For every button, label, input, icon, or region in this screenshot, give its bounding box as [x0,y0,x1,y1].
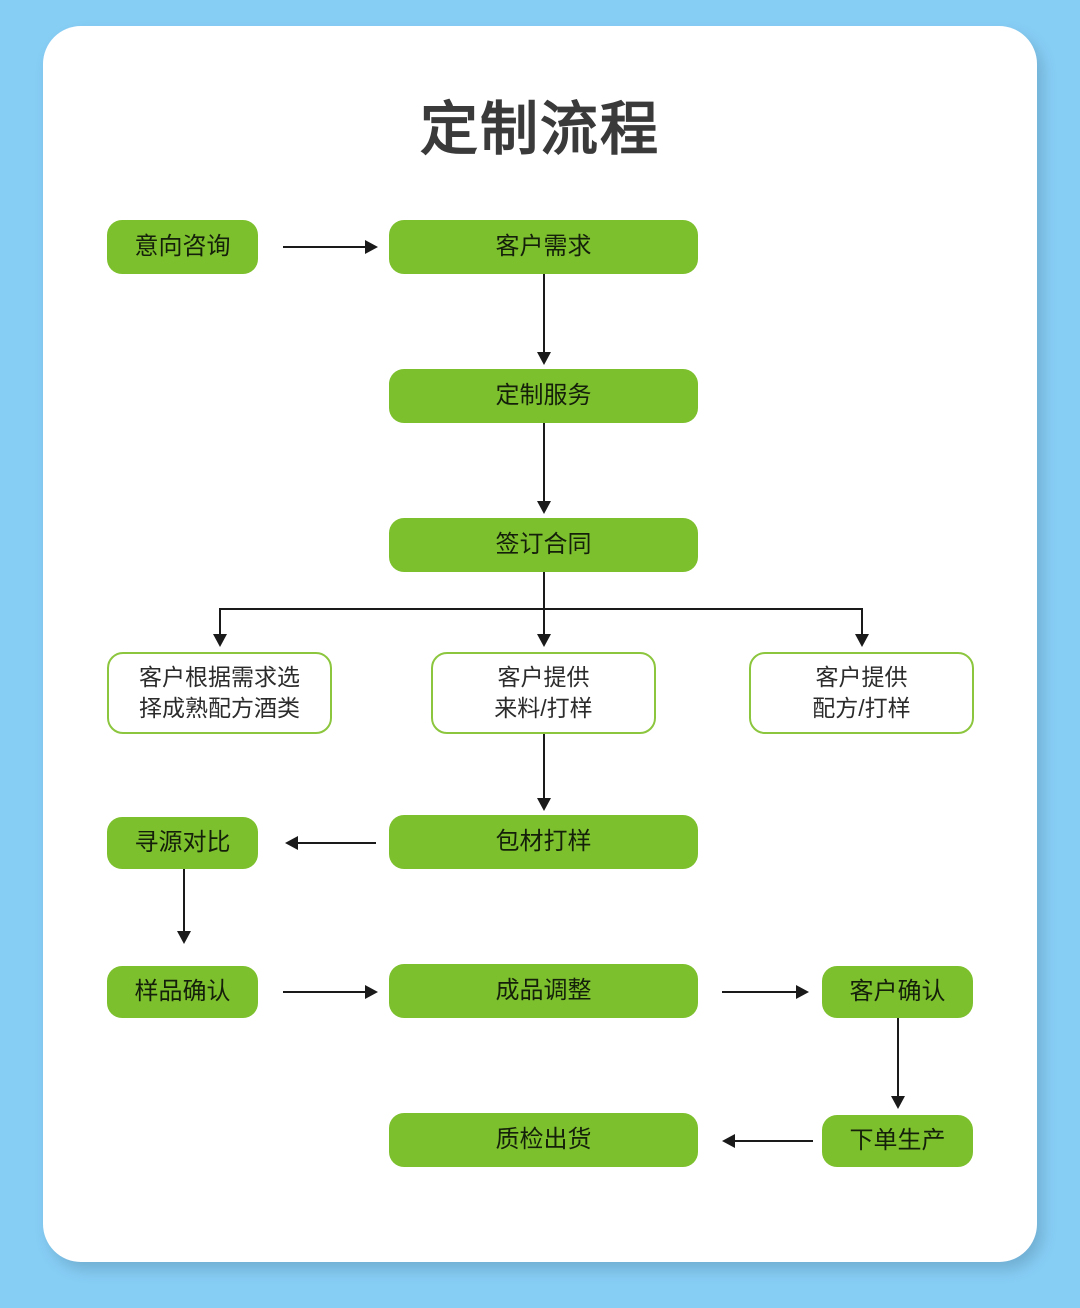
edge-branch-right-arrow [855,634,869,647]
node-customer-demand[interactable]: 客户需求 [389,220,698,274]
node-intent-consult[interactable]: 意向咨询 [107,220,258,274]
edge-branch-right-line [861,608,863,636]
edge-demand-to-service-line [543,274,545,354]
edge-branch-left-line [219,608,221,636]
edge-confirm-to-order-line [897,1018,899,1098]
node-qc-shipment[interactable]: 质检出货 [389,1113,698,1167]
node-provide-material[interactable]: 客户提供 来料/打样 [431,652,656,734]
edge-packaging-to-sourcing-arrow [285,836,298,850]
edge-adjust-to-confirm-line [722,991,798,993]
edge-sample-to-adjust-arrow [365,985,378,999]
edge-sample-to-adjust-line [283,991,367,993]
edge-adjust-to-confirm-arrow [796,985,809,999]
edge-sourcing-to-sample-line [183,869,185,933]
edge-sourcing-to-sample-arrow [177,931,191,944]
edge-material-to-packaging-line [543,734,545,802]
edge-confirm-to-order-arrow [891,1096,905,1109]
edge-material-to-packaging-arrow [537,798,551,811]
edge-contract-branch-stem [543,572,545,610]
node-choose-recipe[interactable]: 客户根据需求选 择成熟配方酒类 [107,652,332,734]
edge-branch-middle-arrow [537,634,551,647]
edge-packaging-to-sourcing-line [298,842,376,844]
edge-demand-to-service-arrow [537,352,551,365]
node-sourcing-compare[interactable]: 寻源对比 [107,817,258,869]
edge-service-to-contract-arrow [537,501,551,514]
node-product-adjust[interactable]: 成品调整 [389,964,698,1018]
edge-contract-branch-bus [219,608,863,610]
page-title: 定制流程 [419,97,660,162]
node-sign-contract[interactable]: 签订合同 [389,518,698,572]
node-customer-confirm[interactable]: 客户确认 [822,966,973,1018]
edge-order-to-qc-arrow [722,1134,735,1148]
edge-intent-to-demand-arrow [365,240,378,254]
node-sample-confirm[interactable]: 样品确认 [107,966,258,1018]
edge-branch-left-arrow [213,634,227,647]
node-custom-service[interactable]: 定制服务 [389,369,698,423]
edge-service-to-contract-line [543,423,545,503]
node-packaging-sample[interactable]: 包材打样 [389,815,698,869]
node-provide-formula[interactable]: 客户提供 配方/打样 [749,652,974,734]
edge-intent-to-demand-line [283,246,367,248]
node-place-order[interactable]: 下单生产 [822,1115,973,1167]
edge-order-to-qc-line [735,1140,813,1142]
edge-branch-middle-line [543,608,545,636]
